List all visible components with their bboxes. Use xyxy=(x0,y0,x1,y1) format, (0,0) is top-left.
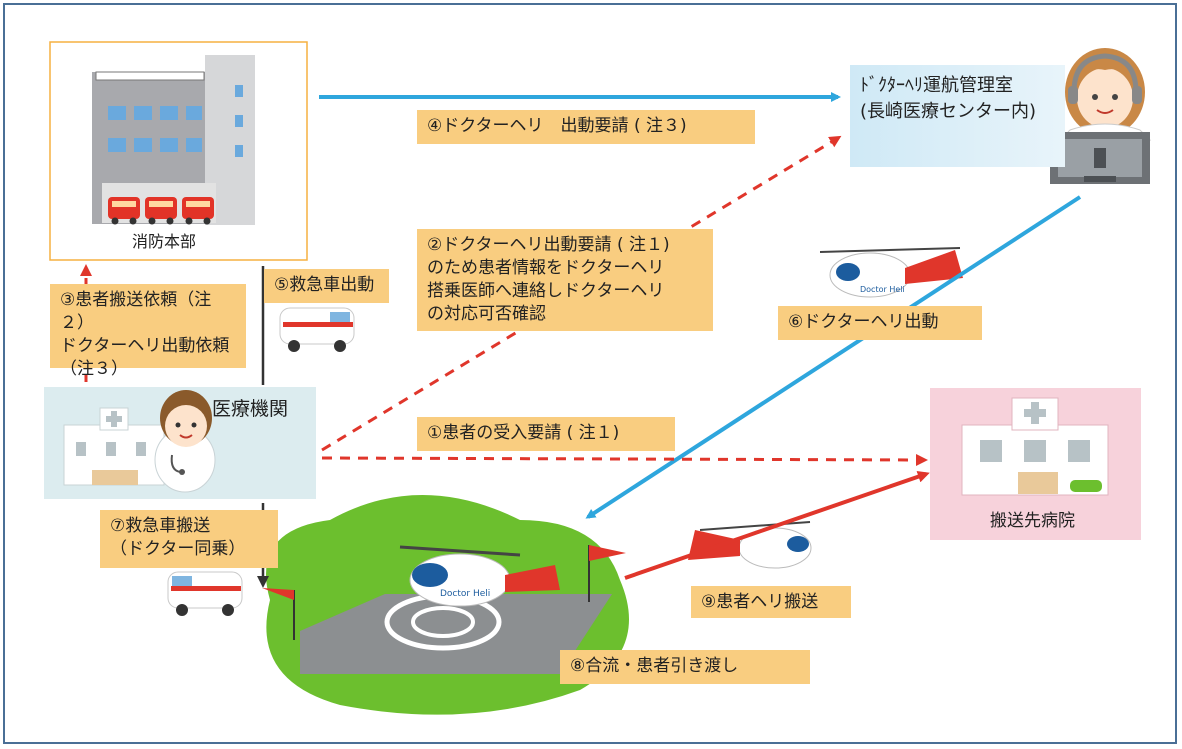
arrow-step1 xyxy=(321,453,928,466)
step-5-label: ⑤救急車出動 xyxy=(264,269,389,303)
step-2-label: ②ドクターヘリ出動要請 ( 注１) のため患者情報をドクターヘリ 搭乗医師へ連絡… xyxy=(417,229,713,331)
step-3-label: ③患者搬送依頼（注２） ドクターヘリ出動依頼 （注３） xyxy=(50,284,246,379)
operations-room-label: ﾄﾞｸﾀｰﾍﾘ運航管理室 (長崎医療センター内) xyxy=(850,65,1065,167)
heli-label-2: Doctor Heli xyxy=(860,285,905,294)
fire-hq-label: 消防本部 xyxy=(132,232,197,251)
ambulance-icon xyxy=(167,307,355,616)
arrow-step6 xyxy=(585,195,1082,519)
arrow-step9 xyxy=(624,470,930,580)
fire-hq-box xyxy=(49,41,308,261)
step-8-label: ⑧合流・患者引き渡し xyxy=(560,650,810,684)
monitor-icon xyxy=(1050,132,1150,184)
heli-label: Doctor Heli xyxy=(440,589,490,599)
medical-institution-label: 医療機関 xyxy=(212,398,289,420)
medical-institution-box xyxy=(44,387,316,499)
diagram-frame xyxy=(3,3,1177,744)
step-6-label: ⑥ドクターヘリ出動 xyxy=(778,306,982,340)
destination-hospital-label: 搬送先病院 xyxy=(990,511,1075,531)
step-7-label: ⑦救急車搬送 （ドクター同乗） xyxy=(100,510,278,568)
step-9-label: ⑨患者ヘリ搬送 xyxy=(691,586,851,618)
flow-arrows xyxy=(80,92,1082,588)
fire-truck-icon xyxy=(108,197,214,225)
step-4-label: ④ドクターヘリ 出動要請 ( 注３) xyxy=(417,110,755,144)
step-1-label: ①患者の受入要請 ( 注１) xyxy=(417,417,675,451)
destination-hospital-box xyxy=(930,388,1141,540)
doctor-icon xyxy=(154,390,216,493)
operator-icon xyxy=(1058,48,1152,141)
